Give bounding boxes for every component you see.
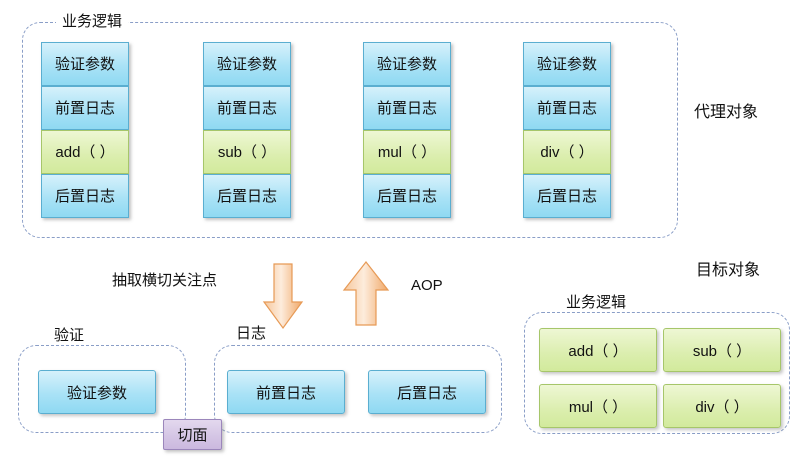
proxy-cell-validate[interactable]: 验证参数 <box>363 42 451 86</box>
log-group-label: 日志 <box>230 325 273 343</box>
aspect-badge[interactable]: 切面 <box>163 419 222 450</box>
proxy-cell-before-log[interactable]: 前置日志 <box>523 86 611 130</box>
down-arrow <box>261 262 305 334</box>
proxy-cell-after-log[interactable]: 后置日志 <box>41 174 129 218</box>
aspect-after-log-box[interactable]: 后置日志 <box>368 370 486 414</box>
target-method-sub[interactable]: sub（ ） <box>663 328 781 372</box>
proxy-cell-before-log[interactable]: 前置日志 <box>363 86 451 130</box>
proxy-cell-after-log[interactable]: 后置日志 <box>363 174 451 218</box>
proxy-cell-method[interactable]: add（ ） <box>41 130 129 174</box>
proxy-cell-method[interactable]: mul（ ） <box>363 130 451 174</box>
proxy-cell-method[interactable]: sub（ ） <box>203 130 291 174</box>
proxy-object-side-label: 代理对象 <box>694 104 759 121</box>
proxy-object-group <box>22 22 678 238</box>
validate-group <box>18 345 186 433</box>
target-object-side-label: 目标对象 <box>696 262 761 279</box>
proxy-cell-method[interactable]: div（ ） <box>523 130 611 174</box>
target-object-group-label: 业务逻辑 <box>560 294 633 312</box>
up-arrow <box>341 260 391 328</box>
proxy-cell-after-log[interactable]: 后置日志 <box>523 174 611 218</box>
target-method-div[interactable]: div（ ） <box>663 384 781 428</box>
target-method-mul[interactable]: mul（ ） <box>539 384 657 428</box>
aop-label: AOP <box>411 277 443 294</box>
aspect-validate-box[interactable]: 验证参数 <box>38 370 156 414</box>
target-method-add[interactable]: add（ ） <box>539 328 657 372</box>
proxy-cell-validate[interactable]: 验证参数 <box>523 42 611 86</box>
proxy-column-mul: 验证参数 前置日志 mul（ ） 后置日志 <box>363 42 451 218</box>
aspect-before-log-box[interactable]: 前置日志 <box>227 370 345 414</box>
proxy-cell-validate[interactable]: 验证参数 <box>203 42 291 86</box>
proxy-cell-after-log[interactable]: 后置日志 <box>203 174 291 218</box>
proxy-cell-before-log[interactable]: 前置日志 <box>41 86 129 130</box>
proxy-cell-before-log[interactable]: 前置日志 <box>203 86 291 130</box>
proxy-column-sub: 验证参数 前置日志 sub（ ） 后置日志 <box>203 42 291 218</box>
target-object-group <box>524 312 790 434</box>
validate-group-label: 验证 <box>48 327 91 345</box>
extract-crosscutting-label: 抽取横切关注点 <box>112 272 218 289</box>
proxy-cell-validate[interactable]: 验证参数 <box>41 42 129 86</box>
log-group <box>214 345 502 433</box>
proxy-column-add: 验证参数 前置日志 add（ ） 后置日志 <box>41 42 129 218</box>
proxy-column-div: 验证参数 前置日志 div（ ） 后置日志 <box>523 42 611 218</box>
proxy-object-group-label: 业务逻辑 <box>56 13 129 31</box>
